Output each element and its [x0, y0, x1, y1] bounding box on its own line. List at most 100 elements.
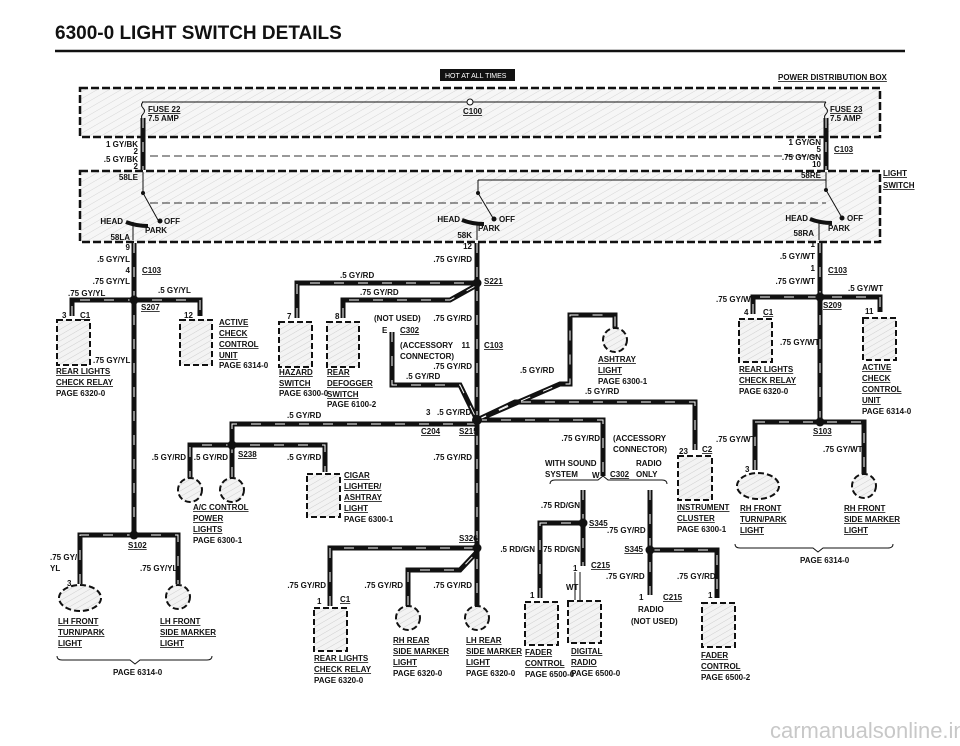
component-label: CONTROL — [525, 659, 565, 668]
pin-label: 12 — [184, 311, 193, 320]
terminal-label: 58K — [457, 231, 472, 240]
page-ref: PAGE 6320-0 — [466, 669, 516, 678]
pin-label: 10 — [812, 160, 821, 169]
component-label: A/C CONTROL — [193, 503, 249, 512]
pin-label: 11 — [462, 341, 471, 350]
component-label: SWITCH — [327, 390, 359, 399]
watermark: carmanualsonline.info — [770, 718, 960, 743]
component-label: SIDE MARKER — [160, 628, 216, 637]
fuse23-rating: 7.5 AMP — [830, 114, 861, 123]
s221-label: S221 — [484, 277, 503, 286]
wire-label: .5 GY/YL — [158, 286, 191, 295]
fuse22-rating: 7.5 AMP — [148, 114, 179, 123]
component-label: RH REAR — [393, 636, 430, 645]
fader-control-1 — [524, 601, 559, 646]
component-label: CONTROL — [862, 385, 902, 394]
park-label: PARK — [828, 224, 850, 233]
light-switch-title: LIGHT — [883, 169, 907, 178]
component-label: REAR LIGHTS — [739, 365, 794, 374]
wire-label: .75 GY/WT — [716, 435, 756, 444]
component-label: UNIT — [219, 351, 238, 360]
component-label: CONTROL — [701, 662, 741, 671]
c1-label: C1 — [340, 595, 351, 604]
component-label: CHECK — [219, 329, 248, 338]
pin-label: 7 — [287, 312, 292, 321]
ashtray-light — [602, 327, 628, 353]
pin-label: 4 — [744, 308, 749, 317]
splice-s102 — [129, 530, 139, 540]
rear-lights-check-relay-left — [56, 319, 91, 366]
component-label: POWER — [193, 514, 223, 523]
hot-at-all-times-label: HOT AT ALL TIMES — [445, 73, 507, 80]
c1-label: C1 — [80, 311, 91, 320]
rh-rear-side-marker-light — [395, 605, 421, 631]
component-label: LIGHT — [844, 526, 868, 535]
off-label: OFF — [164, 217, 180, 226]
light-switch-box — [78, 169, 882, 244]
wire-label: .5 GY/BK — [104, 155, 138, 164]
rh-front-turn-park-light — [736, 472, 780, 500]
component-label: LIGHT — [58, 639, 82, 648]
component-label: LIGHT — [160, 639, 184, 648]
c103-label: C103 — [828, 266, 848, 275]
component-label: CHECK RELAY — [314, 665, 372, 674]
c2-label: C2 — [702, 445, 713, 454]
component-label: LIGHTS — [193, 525, 223, 534]
wire-label: WT — [566, 583, 579, 592]
wire-label: .5 GY/RD — [585, 387, 619, 396]
page-bracket-left — [56, 655, 213, 665]
component-label: CLUSTER — [677, 514, 715, 523]
pin-label: 1 — [530, 591, 535, 600]
component-label: ACTIVE — [862, 363, 892, 372]
lh-rear-side-marker-light — [464, 605, 490, 631]
page-ref: PAGE 6320-0 — [314, 676, 364, 685]
cigar-lighter-ashtray-light — [306, 473, 341, 518]
wire-label: .5 GY/RD — [437, 408, 471, 417]
fader-control-2 — [701, 602, 736, 648]
component-label: HAZARD — [279, 368, 313, 377]
component-label: LIGHT — [598, 366, 622, 375]
component-label: SIDE MARKER — [466, 647, 522, 656]
component-label: FADER — [701, 651, 728, 660]
page-ref: PAGE 6500-2 — [701, 673, 751, 682]
s102-label: S102 — [128, 541, 147, 550]
page-ref: PAGE 6300-1 — [677, 525, 727, 534]
pin-label: 4 — [126, 266, 131, 275]
component-label: DEFOGGER — [327, 379, 373, 388]
page-ref: PAGE 6320-0 — [56, 389, 106, 398]
splice-s215 — [472, 415, 482, 425]
wire-label: .75 GY/WT — [780, 338, 820, 347]
radio-option-bracket — [549, 475, 668, 485]
splice-dots — [129, 278, 825, 555]
component-label: UNIT — [862, 396, 881, 405]
hazard-switch — [278, 321, 313, 368]
head-label: HEAD — [100, 217, 123, 226]
lh-front-turn-park-light — [58, 584, 102, 612]
page-ref: PAGE 6314-0 — [113, 668, 163, 677]
splice-s209 — [815, 292, 825, 302]
page-ref: PAGE 6100-2 — [327, 400, 377, 409]
c100-label: C100 — [463, 107, 483, 116]
s326-label: S326 — [459, 534, 478, 543]
c1-label: C1 — [763, 308, 774, 317]
wire-label: .75 GY/GN — [782, 153, 821, 162]
page-ref: PAGE 6500-0 — [571, 669, 621, 678]
wire-label: .5 GY/RD — [287, 453, 321, 462]
s345-label: S345 — [589, 519, 608, 528]
rh-front-side-marker-light — [851, 473, 877, 499]
s215-label: S215 — [459, 427, 478, 436]
wire-label: .5 GY/RD — [406, 372, 440, 381]
splice-s326 — [472, 543, 482, 553]
page-bracket-right — [734, 543, 894, 553]
page-ref: PAGE 6300-1 — [193, 536, 243, 545]
component-label: DIGITAL — [571, 647, 603, 656]
pin-label: 23 — [679, 447, 688, 456]
wire-label: .5 RD/GN — [500, 545, 535, 554]
pin-label: 1 — [811, 264, 816, 273]
power-distribution-box — [78, 86, 882, 139]
pin-label: E — [382, 326, 388, 335]
digital-radio — [567, 600, 602, 644]
terminal-label: 58LE — [119, 173, 139, 182]
